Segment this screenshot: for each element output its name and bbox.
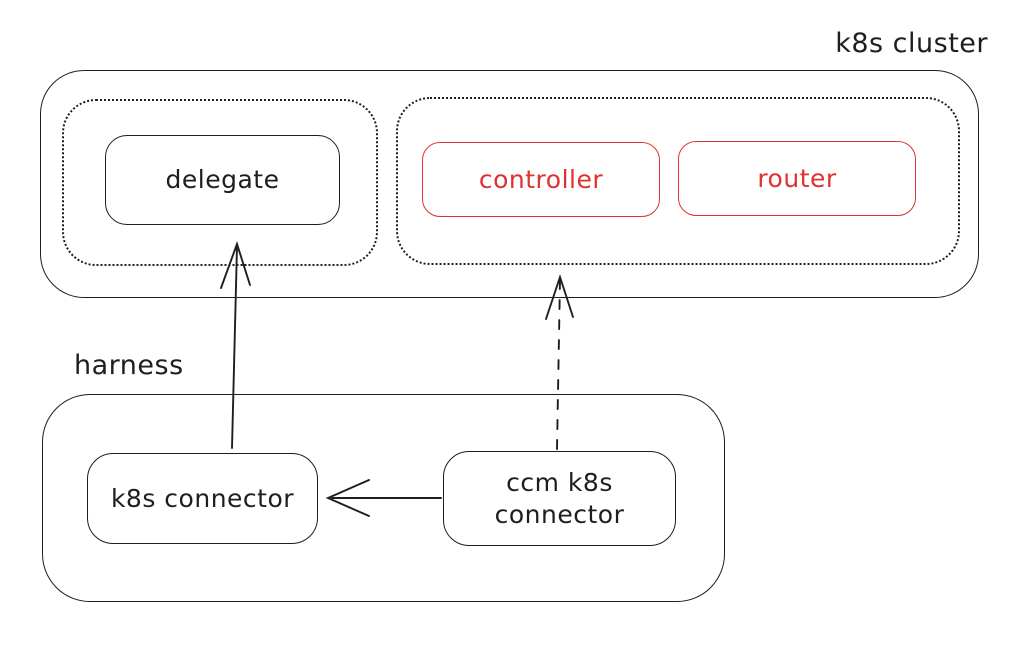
- node-delegate: delegate: [105, 135, 340, 225]
- k8s-cluster-frame: [40, 70, 979, 298]
- harness-frame: [42, 394, 725, 602]
- node-ccm-k8s-connector: ccm k8s connector: [443, 451, 676, 546]
- node-controller-label: controller: [478, 164, 604, 194]
- harness-label: harness: [74, 350, 184, 381]
- node-k8s-connector: k8s connector: [87, 453, 318, 544]
- node-controller: controller: [422, 142, 660, 217]
- node-delegate-label: delegate: [165, 165, 280, 195]
- node-ccm-k8s-connector-label: ccm k8s connector: [494, 468, 625, 529]
- node-k8s-connector-label: k8s connector: [110, 483, 295, 513]
- node-router: router: [678, 141, 916, 216]
- node-router-label: router: [757, 163, 837, 193]
- cluster-label: k8s cluster: [835, 28, 988, 59]
- controller-router-group: [396, 97, 960, 265]
- delegate-group: [62, 99, 378, 266]
